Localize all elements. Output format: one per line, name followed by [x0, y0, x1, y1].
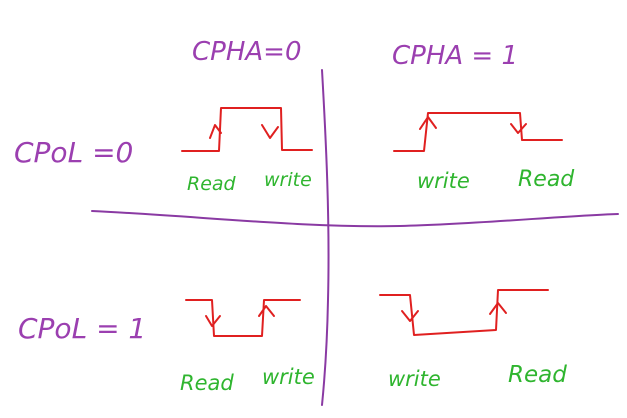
header-cpha-1: CPHA = 1 — [392, 41, 518, 71]
falling-edge-arrow — [205, 315, 221, 327]
rising-edge-arrow — [258, 305, 275, 317]
rising-edge-arrow — [209, 124, 222, 139]
quadrant-cpol1-cpha0: Read write — [180, 299, 315, 395]
clock-waveform — [393, 112, 563, 152]
header-cpha-0: CPHA=0 — [192, 37, 302, 67]
rising-edge-arrow — [489, 302, 507, 315]
row-label-cpol-1: CPoL = 1 — [18, 312, 146, 345]
edge-label-left: Read — [187, 173, 237, 195]
quadrant-cpol1-cpha1: write Read — [379, 289, 567, 391]
edge-label-left: write — [417, 169, 470, 193]
quadrant-cpol0-cpha0: Read write — [181, 107, 313, 195]
edge-label-right: Read — [508, 362, 567, 388]
rising-edge-arrow — [419, 116, 437, 130]
edge-label-left: Read — [180, 371, 234, 395]
falling-edge-arrow — [261, 124, 279, 139]
clock-waveform — [181, 107, 313, 152]
edge-label-left: write — [388, 367, 441, 391]
row-label-cpol-0: CPoL =0 — [14, 136, 133, 169]
horizontal-divider — [91, 210, 619, 228]
quadrant-cpol0-cpha1: write Read — [393, 112, 575, 193]
vertical-divider — [321, 69, 330, 406]
edge-label-right: Read — [518, 167, 575, 192]
clock-waveform — [379, 289, 549, 336]
edge-label-right: write — [262, 365, 315, 389]
falling-edge-arrow — [401, 310, 419, 322]
falling-edge-arrow — [510, 123, 527, 134]
clock-waveform — [185, 299, 301, 337]
edge-label-right: write — [264, 169, 312, 191]
